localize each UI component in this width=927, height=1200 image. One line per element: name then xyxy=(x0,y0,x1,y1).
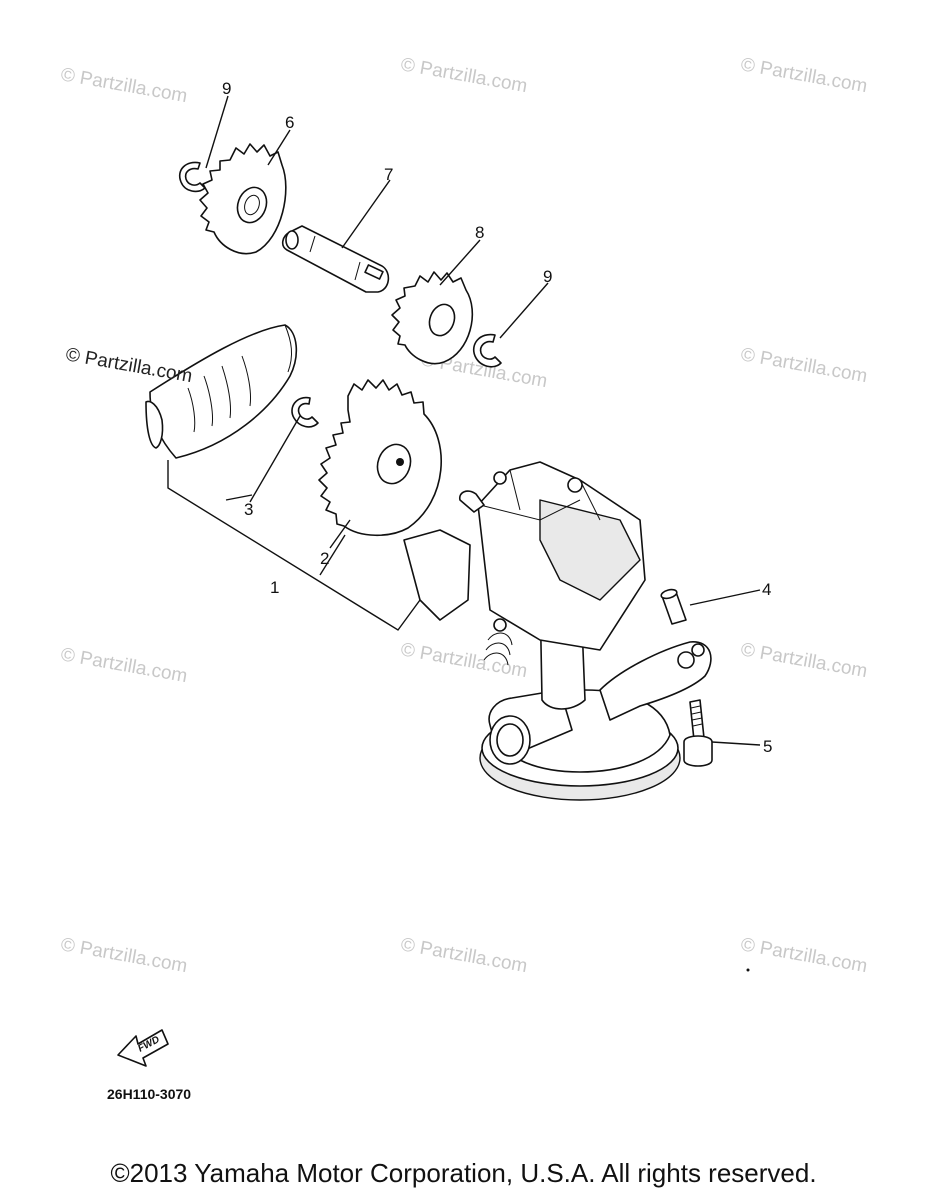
watermark: © Partzilla.com xyxy=(399,54,529,97)
fwd-arrow: FWD xyxy=(117,1029,169,1067)
callout-1: 1 xyxy=(270,578,279,597)
dowel-pin-4 xyxy=(660,588,687,625)
watermark: © Partzilla.com xyxy=(59,934,189,977)
bolt-5 xyxy=(683,699,713,767)
watermark-layer: © Partzilla.com © Partzilla.com © Partzi… xyxy=(59,54,869,977)
watermark: © Partzilla.com xyxy=(399,934,529,977)
callout-3: 3 xyxy=(244,500,253,519)
callout-9-top: 9 xyxy=(222,79,231,98)
oil-pump-body xyxy=(403,461,712,801)
shaft-7 xyxy=(281,225,390,293)
leader-lines xyxy=(205,95,761,746)
watermark-dark: © Partzilla.com xyxy=(64,344,194,387)
gear-8 xyxy=(391,271,474,365)
callout-5: 5 xyxy=(763,737,772,756)
callouts: 9 6 7 8 9 3 2 1 4 5 xyxy=(222,79,772,756)
copyright-notice: ©2013 Yamaha Motor Corporation, U.S.A. A… xyxy=(110,1158,817,1188)
watermark: © Partzilla.com xyxy=(739,344,869,387)
circlip-middle xyxy=(473,333,502,368)
cover-plate xyxy=(145,324,298,459)
watermark: © Partzilla.com xyxy=(739,54,869,97)
diagram-code: 26H110-3070 xyxy=(107,1086,191,1102)
watermark: © Partzilla.com xyxy=(59,64,189,107)
watermark: © Partzilla.com xyxy=(739,639,869,682)
callout-8: 8 xyxy=(475,223,484,242)
gear-6 xyxy=(199,143,287,255)
callout-4: 4 xyxy=(762,580,771,599)
callout-7: 7 xyxy=(384,165,393,184)
callout-9-middle: 9 xyxy=(543,267,552,286)
watermark: © Partzilla.com xyxy=(399,639,529,682)
watermark: © Partzilla.com xyxy=(59,644,189,687)
callout-6: 6 xyxy=(285,113,294,132)
circlip-top xyxy=(179,161,206,193)
callout-2: 2 xyxy=(320,549,329,568)
watermark: © Partzilla.com xyxy=(739,934,869,977)
gear-2 xyxy=(318,379,442,537)
assembly-bracket xyxy=(167,460,421,631)
